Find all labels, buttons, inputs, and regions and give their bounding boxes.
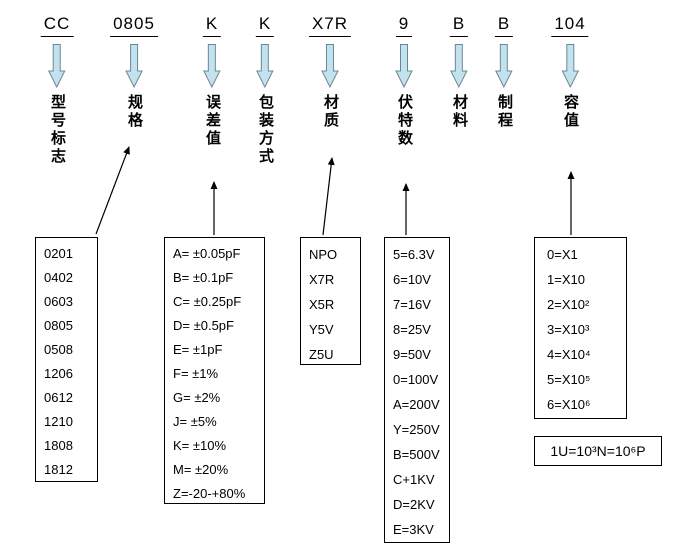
material-item: Y5V (309, 322, 334, 337)
voltages-box: 5=6.3V 6=10V 7=16V 8=25V 9=50V 0=100V A=… (384, 237, 450, 543)
label-model-mark: 型号标志 (49, 94, 66, 166)
label-voltage: 伏特数 (396, 94, 413, 148)
label-material-type: 材质 (321, 94, 339, 130)
code-material-type: X7R (308, 14, 352, 37)
tolerance-item: F= ±1% (173, 366, 219, 381)
size-item: 1206 (44, 366, 73, 381)
column-process: B 制程 (494, 14, 514, 130)
label-process: 制程 (496, 94, 513, 130)
down-arrow-icon (561, 44, 579, 88)
multiplier-item: 4=X10⁴ (547, 347, 591, 362)
tolerance-item: D= ±0.5pF (173, 318, 234, 333)
size-item: 0612 (44, 390, 73, 405)
material-item: NPO (309, 247, 338, 262)
voltage-item: 5=6.3V (393, 247, 435, 262)
column-tolerance: K 误差值 (202, 14, 222, 148)
unit-note-text: 1U=10³N=10⁶P (550, 443, 646, 459)
tolerance-item: E= ±1pF (173, 342, 223, 357)
code-voltage: 9 (395, 14, 413, 37)
voltage-item: 8=25V (393, 322, 431, 337)
down-arrow-icon (395, 44, 413, 88)
down-arrow-icon (48, 44, 66, 88)
size-item: 1812 (44, 462, 73, 477)
multiplier-item: 6=X10⁶ (547, 397, 591, 412)
label-material: 材料 (451, 94, 468, 130)
multiplier-item: 0=X1 (547, 247, 578, 262)
material-item: Z5U (309, 347, 334, 362)
size-item: 1210 (44, 414, 73, 429)
down-arrow-icon (321, 44, 339, 88)
tolerance-item: K= ±10% (173, 438, 227, 453)
size-item: 1808 (44, 438, 73, 453)
multiplier-item: 3=X10³ (547, 322, 590, 337)
arrow-sizes-to-spec (95, 146, 130, 235)
voltage-item: 7=16V (393, 297, 431, 312)
voltage-item: B=500V (393, 447, 440, 462)
code-packaging: K (255, 14, 275, 37)
column-model-mark: CC 型号标志 (40, 14, 74, 166)
column-material: B 材料 (449, 14, 469, 130)
code-spec: 0805 (110, 14, 158, 37)
down-arrow-icon (125, 44, 143, 88)
voltage-item: D=2KV (393, 497, 435, 512)
label-packaging: 包装方式 (257, 94, 274, 166)
tolerance-item: C= ±0.25pF (173, 294, 242, 309)
tolerances-box: A= ±0.05pF B= ±0.1pF C= ±0.25pF D= ±0.5p… (164, 237, 265, 504)
code-material: B (449, 14, 469, 37)
column-voltage: 9 伏特数 (395, 14, 413, 148)
label-tolerance: 误差值 (204, 94, 221, 148)
label-spec: 规格 (125, 94, 143, 130)
voltage-item: A=200V (393, 397, 440, 412)
column-spec: 0805 规格 (110, 14, 158, 130)
code-tolerance: K (202, 14, 222, 37)
down-arrow-icon (203, 44, 221, 88)
tolerance-item: J= ±5% (173, 414, 217, 429)
tolerance-item: A= ±0.05pF (173, 246, 241, 261)
tolerance-item: G= ±2% (173, 390, 221, 405)
code-capacitance: 104 (551, 14, 589, 37)
multipliers-box: 0=X1 1=X10 2=X10² 3=X10³ 4=X10⁴ 5=X10⁵ 6… (534, 237, 627, 419)
multiplier-item: 1=X10 (547, 272, 585, 287)
size-item: 0201 (44, 246, 73, 261)
voltage-item: 0=100V (393, 372, 439, 387)
tolerance-item: Z=-20-+80% (173, 486, 246, 501)
column-packaging: K 包装方式 (255, 14, 275, 166)
material-item: X7R (309, 272, 335, 287)
voltage-item: 6=10V (393, 272, 431, 287)
code-process: B (494, 14, 514, 37)
code-model-mark: CC (40, 14, 74, 37)
label-capacitance: 容值 (562, 94, 579, 130)
column-capacitance: 104 容值 (551, 14, 589, 130)
voltage-item: C+1KV (393, 472, 435, 487)
size-item: 0402 (44, 270, 73, 285)
down-arrow-icon (450, 44, 468, 88)
voltage-item: E=3KV (393, 522, 434, 537)
multiplier-item: 2=X10² (547, 297, 590, 312)
multiplier-item: 5=X10⁵ (547, 372, 591, 387)
arrow-materials-to-label (322, 157, 335, 236)
down-arrow-icon (256, 44, 274, 88)
tolerance-item: M= ±20% (173, 462, 229, 477)
material-item: X5R (309, 297, 335, 312)
sizes-box: 0201 0402 0603 0805 0508 1206 0612 1210 … (35, 237, 98, 482)
voltage-item: 9=50V (393, 347, 431, 362)
size-item: 0508 (44, 342, 73, 357)
materials-box: NPO X7R X5R Y5V Z5U (300, 237, 361, 365)
voltage-item: Y=250V (393, 422, 440, 437)
column-material-type: X7R 材质 (308, 14, 352, 130)
down-arrow-icon (495, 44, 513, 88)
size-item: 0805 (44, 318, 73, 333)
tolerance-item: B= ±0.1pF (173, 270, 234, 285)
size-item: 0603 (44, 294, 73, 309)
unit-note-box: 1U=10³N=10⁶P (534, 436, 662, 466)
